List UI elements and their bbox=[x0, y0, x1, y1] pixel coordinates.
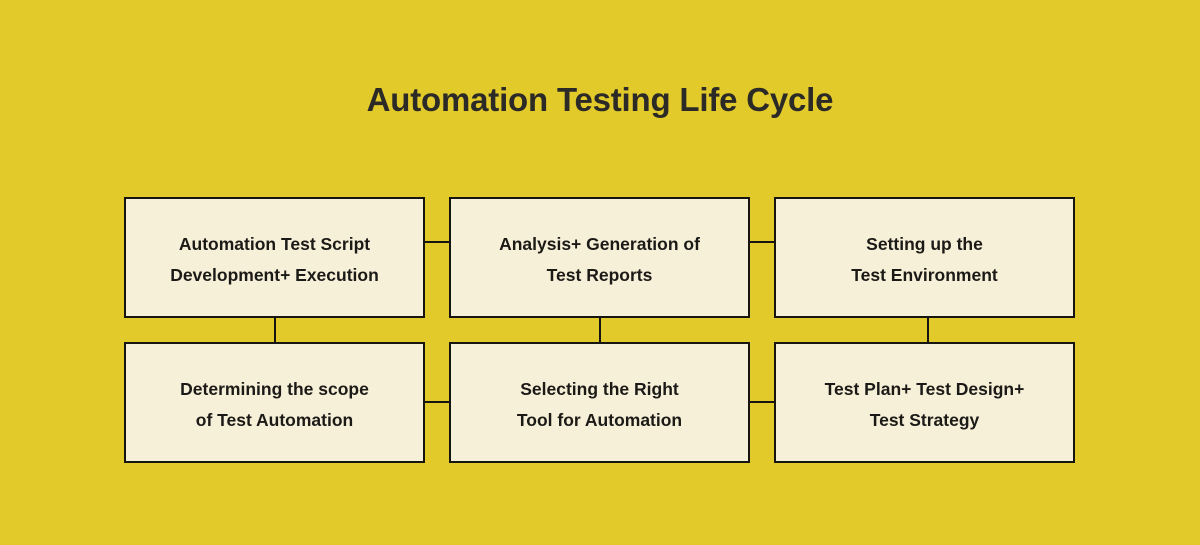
node-analysis-generation-of-test-reports[interactable]: Analysis+ Generation of Test Reports bbox=[449, 197, 750, 318]
node-selecting-the-right-tool-for-automation[interactable]: Selecting the Right Tool for Automation bbox=[449, 342, 750, 463]
connector-col1-row1-to-row2 bbox=[274, 318, 276, 342]
node-label-line-1: Analysis+ Generation of bbox=[499, 234, 700, 254]
page-title: Automation Testing Life Cycle bbox=[366, 81, 834, 118]
node-label-line-1: Determining the scope bbox=[180, 379, 369, 399]
connector-col2-row1-to-row2 bbox=[599, 318, 601, 342]
connector-row1-col1-to-col2 bbox=[425, 241, 449, 243]
connector-col3-row1-to-row2 bbox=[927, 318, 929, 342]
node-label-line-2: of Test Automation bbox=[195, 410, 354, 430]
connector-row1-col2-to-col3 bbox=[750, 241, 774, 243]
node-determining-the-scope-of-test-automation[interactable]: Determining the scope of Test Automation bbox=[124, 342, 425, 463]
node-setting-up-the-test-environment[interactable]: Setting up the Test Environment bbox=[774, 197, 1075, 318]
connector-row2-col1-to-col2 bbox=[425, 401, 449, 403]
node-label-line-2: Test Strategy bbox=[869, 410, 980, 430]
node-label-line-1: Selecting the Right bbox=[520, 379, 679, 399]
node-label-line-2: Development+ Execution bbox=[170, 265, 379, 285]
node-label-line-1: Automation Test Script bbox=[178, 234, 371, 254]
node-label-line-1: Setting up the bbox=[866, 234, 983, 254]
node-test-plan-test-design-test-strategy[interactable]: Test Plan+ Test Design+ Test Strategy bbox=[774, 342, 1075, 463]
node-label-line-2: Test Reports bbox=[546, 265, 653, 285]
node-label-line-2: Test Environment bbox=[851, 265, 998, 285]
node-label-line-2: Tool for Automation bbox=[516, 410, 683, 430]
node-automation-test-script-development-execution[interactable]: Automation Test Script Development+ Exec… bbox=[124, 197, 425, 318]
connector-row2-col2-to-col3 bbox=[750, 401, 774, 403]
node-label-line-1: Test Plan+ Test Design+ bbox=[824, 379, 1025, 399]
